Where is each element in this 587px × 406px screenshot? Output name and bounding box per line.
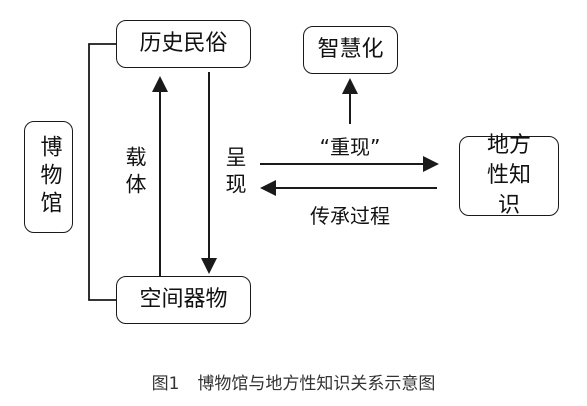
history-folk-node-label: 历史民俗	[139, 31, 228, 57]
presentation-label: 呈现	[223, 146, 247, 200]
history-folk-node: 历史民俗	[116, 20, 251, 68]
carrier-label: 载体	[123, 146, 147, 200]
museum-node: 博物馆	[24, 121, 73, 233]
local-knowledge-node: 地方性知识	[459, 133, 559, 218]
spatial-artifacts-node: 空间器物	[116, 276, 251, 324]
museum-bracket-line	[88, 43, 116, 301]
figure-number: 图1	[151, 374, 180, 394]
museum-node-label: 博物馆	[36, 135, 62, 219]
wisdom-node-label: 智慧化	[317, 37, 384, 63]
reproduction-label: “重现”	[319, 135, 381, 159]
wisdom-node: 智慧化	[303, 26, 398, 74]
local-knowledge-node-label: 地方性知识	[486, 133, 531, 218]
spatial-artifacts-node-label: 空间器物	[139, 287, 228, 313]
inheritance-process-label: 传承过程	[310, 204, 390, 228]
figure-title: 博物馆与地方性知识关系示意图	[197, 374, 436, 394]
figure-caption: 图1 博物馆与地方性知识关系示意图	[0, 369, 587, 394]
